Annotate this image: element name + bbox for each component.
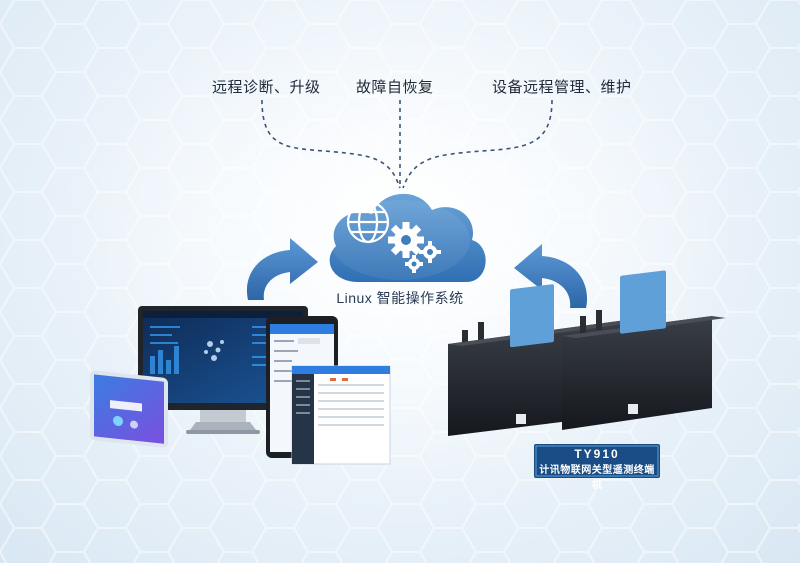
gateway-device-front — [562, 270, 726, 430]
connector-left — [261, 99, 401, 189]
dashed-connectors — [261, 99, 553, 189]
feature-remote-diagnosis: 远程诊断、升级 — [212, 79, 321, 96]
device-model: TY910 — [574, 447, 620, 461]
software-window — [291, 365, 391, 465]
gear-icon — [405, 255, 423, 273]
arrow-curve-icon — [246, 238, 318, 300]
gear-icon — [388, 222, 424, 258]
gear-icon — [419, 241, 441, 263]
model-badge — [534, 444, 660, 478]
connector-right — [402, 99, 553, 189]
feature-remote-management: 设备远程管理、维护 — [492, 79, 632, 96]
desktop-monitor — [138, 306, 308, 434]
arrow-curve-icon — [514, 244, 588, 308]
cloud-os-label: Linux 智能操作系统 — [336, 290, 464, 306]
feature-self-recovery: 故障自恢复 — [356, 79, 434, 96]
globe-icon — [346, 200, 390, 244]
tablet-device — [90, 370, 168, 448]
device-name: 计讯物联网关型遥测终端机 — [539, 465, 655, 491]
